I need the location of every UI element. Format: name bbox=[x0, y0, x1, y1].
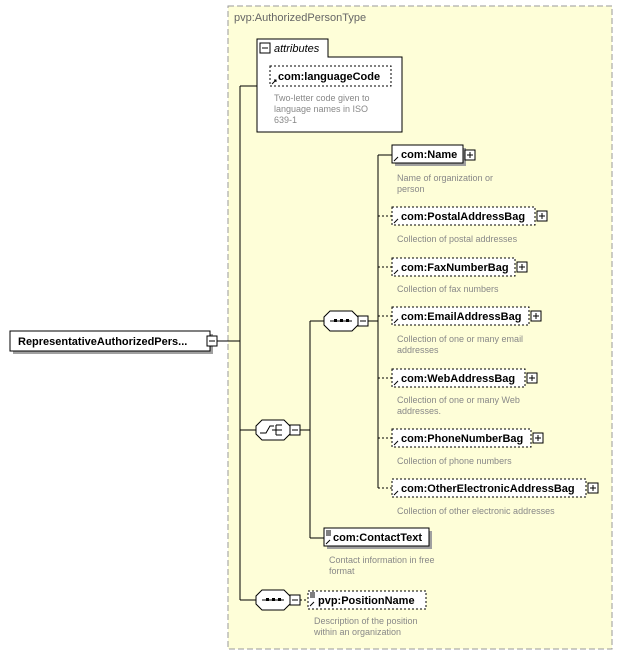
choice-compositor-icon[interactable] bbox=[255, 419, 291, 441]
element-com-contacttext-label: com:ContactText bbox=[333, 532, 422, 544]
element-com-otherelectronicaddressbag-description: Collection of other electronic addresses bbox=[397, 506, 555, 516]
element-com-otherelectronicaddressbag-label: com:OtherElectronicAddressBag bbox=[401, 483, 575, 495]
sequence-compositor-icon[interactable] bbox=[255, 589, 291, 611]
element-com-webaddressbag-label: com:WebAddressBag bbox=[401, 373, 515, 385]
element-pvp-positionname-description: Description of the position within an or… bbox=[313, 616, 420, 637]
choice-collapse-icon[interactable] bbox=[289, 424, 301, 436]
element-com-webaddressbag-description: Collection of one or many Web addresses. bbox=[397, 395, 522, 416]
element-com-emailaddressbag-label: com:EmailAddressBag bbox=[401, 311, 521, 323]
sequence-compositor-icon[interactable] bbox=[323, 310, 359, 332]
expand-com-otherelectronicaddressbag-icon[interactable] bbox=[587, 482, 599, 494]
reference-arrow-icon bbox=[271, 79, 277, 85]
attributes-group: attributes com:languageCode Two-letter c… bbox=[256, 38, 403, 133]
element-pvp-positionname[interactable]: pvp:PositionName bbox=[307, 590, 427, 610]
expand-com-faxnumberbag-icon[interactable] bbox=[516, 261, 528, 273]
element-com-postaladdressbag[interactable]: com:PostalAddressBag bbox=[391, 206, 536, 226]
element-com-webaddressbag[interactable]: com:WebAddressBag bbox=[391, 368, 526, 388]
expand-com-webaddressbag-icon[interactable] bbox=[526, 372, 538, 384]
element-com-phonenumberbag-description: Collection of phone numbers bbox=[397, 456, 512, 466]
expand-com-emailaddressbag-icon[interactable] bbox=[530, 310, 542, 322]
element-com-emailaddressbag-description: Collection of one or many email addresse… bbox=[397, 334, 526, 355]
element-com-name-label: com:Name bbox=[401, 149, 457, 161]
element-pvp-positionname-label: pvp:PositionName bbox=[318, 595, 415, 607]
sequence-collapse-icon[interactable] bbox=[357, 315, 369, 327]
expand-com-postaladdressbag-icon[interactable] bbox=[536, 210, 548, 222]
attributes-collapse-icon[interactable] bbox=[259, 42, 271, 54]
element-com-otherelectronicaddressbag[interactable]: com:OtherElectronicAddressBag bbox=[391, 478, 587, 498]
root-element-name: RepresentativeAuthorizedPers... bbox=[18, 336, 187, 348]
element-com-phonenumberbag[interactable]: com:PhoneNumberBag bbox=[391, 428, 532, 448]
expand-com-name-icon[interactable] bbox=[464, 149, 476, 161]
attribute-languagecode-description: Two-letter code given to language names … bbox=[274, 93, 372, 125]
element-com-contacttext-description: Contact information in free format bbox=[329, 555, 437, 576]
element-com-name-description: Name of organization or person bbox=[397, 173, 496, 194]
root-element[interactable]: RepresentativeAuthorizedPers... bbox=[9, 330, 213, 354]
attribute-languagecode-box[interactable] bbox=[269, 65, 392, 87]
element-com-emailaddressbag[interactable]: com:EmailAddressBag bbox=[391, 306, 530, 326]
simple-content-icon bbox=[326, 530, 331, 536]
root-collapse-icon[interactable] bbox=[206, 335, 218, 347]
attributes-label: attributes bbox=[274, 43, 320, 55]
element-com-name[interactable]: com:Name bbox=[391, 144, 466, 166]
element-com-faxnumberbag-description: Collection of fax numbers bbox=[397, 284, 499, 294]
type-name-label: pvp:AuthorizedPersonType bbox=[234, 12, 366, 24]
element-com-faxnumberbag[interactable]: com:FaxNumberBag bbox=[391, 257, 516, 277]
attribute-languagecode-name: com:languageCode bbox=[278, 71, 380, 83]
element-com-postaladdressbag-description: Collection of postal addresses bbox=[397, 234, 518, 244]
expand-com-phonenumberbag-icon[interactable] bbox=[532, 432, 544, 444]
element-com-phonenumberbag-label: com:PhoneNumberBag bbox=[401, 433, 523, 445]
element-com-faxnumberbag-label: com:FaxNumberBag bbox=[401, 262, 509, 274]
element-com-contacttext[interactable]: com:ContactText bbox=[323, 527, 432, 549]
sequence-collapse-icon[interactable] bbox=[289, 594, 301, 606]
simple-content-icon bbox=[310, 592, 315, 598]
element-com-postaladdressbag-label: com:PostalAddressBag bbox=[401, 211, 525, 223]
